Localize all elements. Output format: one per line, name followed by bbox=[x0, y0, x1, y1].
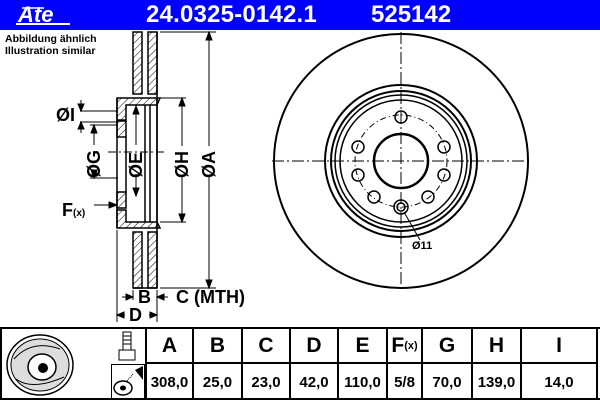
spec-value-F: 5/8 bbox=[394, 373, 415, 391]
spec-col-G: G 70,0 bbox=[423, 329, 473, 400]
label-F: F(x) bbox=[62, 200, 85, 221]
reference-number: 525142 bbox=[371, 1, 452, 28]
spec-header-E: E bbox=[339, 329, 386, 364]
technical-drawing bbox=[77, 30, 532, 322]
dimension-lines bbox=[77, 30, 216, 322]
spec-header-C: C bbox=[243, 329, 289, 364]
front-view bbox=[272, 32, 532, 292]
spec-value-G: 70,0 bbox=[432, 373, 462, 391]
spec-table: A 308,0 B 25,0 C 23,0 D 42,0 E 110,0 F(x… bbox=[0, 327, 600, 400]
svg-text:Ate: Ate bbox=[17, 2, 53, 27]
spec-col-E: E 110,0 bbox=[339, 329, 388, 400]
spec-value-B: 25,0 bbox=[202, 373, 233, 391]
header-bar: Ate 24.0325-0142.1 525142 bbox=[0, 0, 600, 30]
label-B: B bbox=[138, 287, 151, 307]
spec-value-A: 308,0 bbox=[150, 373, 189, 391]
spec-header-F-sub: (x) bbox=[404, 339, 418, 352]
spec-col-C: C 23,0 bbox=[243, 329, 291, 400]
spec-col-F: F(x) 5/8 bbox=[388, 329, 423, 400]
label-D: D bbox=[129, 305, 142, 325]
spec-col-I: I 14,0 bbox=[522, 329, 598, 400]
spec-header-A: A bbox=[147, 329, 192, 364]
spec-col-D: D 42,0 bbox=[291, 329, 339, 400]
label-dia-A: ØA bbox=[199, 151, 219, 178]
bolt-icon bbox=[118, 331, 136, 361]
ate-logo-icon: Ate bbox=[16, 2, 70, 27]
label-dia-E: ØE bbox=[126, 151, 146, 178]
spec-header-G: G bbox=[423, 329, 471, 364]
spec-header-F: F(x) bbox=[388, 329, 421, 364]
label-dia-H: ØH bbox=[172, 151, 192, 178]
caption-de: Abbildung ähnlich bbox=[5, 33, 97, 45]
label-F-main: F bbox=[62, 200, 73, 220]
caption-en: Illustration similar bbox=[5, 45, 96, 57]
label-dia-I: ØI bbox=[56, 105, 76, 125]
spec-header-H: H bbox=[473, 329, 520, 364]
spec-value-D: 42,0 bbox=[299, 373, 329, 391]
spec-col-B: B 25,0 bbox=[194, 329, 243, 400]
illustration-caption: Abbildung ähnlich Illustration similar bbox=[5, 33, 97, 57]
spec-value-H: 139,0 bbox=[477, 373, 516, 391]
label-hole-diameter: Ø11 bbox=[412, 240, 433, 252]
spec-col-H: H 139,0 bbox=[473, 329, 522, 400]
spec-header-I: I bbox=[522, 329, 596, 364]
spec-header-D: D bbox=[291, 329, 337, 364]
spec-value-C: 23,0 bbox=[251, 373, 281, 391]
label-C-mth: C (MTH) bbox=[176, 287, 245, 307]
thumbnail-cell bbox=[0, 329, 147, 400]
spec-header-B: B bbox=[194, 329, 241, 364]
spec-value-E: 110,0 bbox=[344, 373, 381, 391]
spray-cleaning-icon bbox=[111, 364, 145, 399]
spec-col-A: A 308,0 bbox=[147, 329, 194, 400]
spec-value-I: 14,0 bbox=[544, 373, 574, 391]
spec-columns: A 308,0 B 25,0 C 23,0 D 42,0 E 110,0 F(x… bbox=[147, 329, 598, 400]
part-number: 24.0325-0142.1 bbox=[146, 1, 317, 28]
brake-disc-thumbnail-icon bbox=[6, 334, 74, 396]
spec-header-F-main: F bbox=[391, 333, 405, 357]
label-dia-G: ØG bbox=[84, 149, 104, 178]
label-F-sub: (x) bbox=[73, 208, 86, 219]
cross-section-view bbox=[116, 31, 162, 289]
